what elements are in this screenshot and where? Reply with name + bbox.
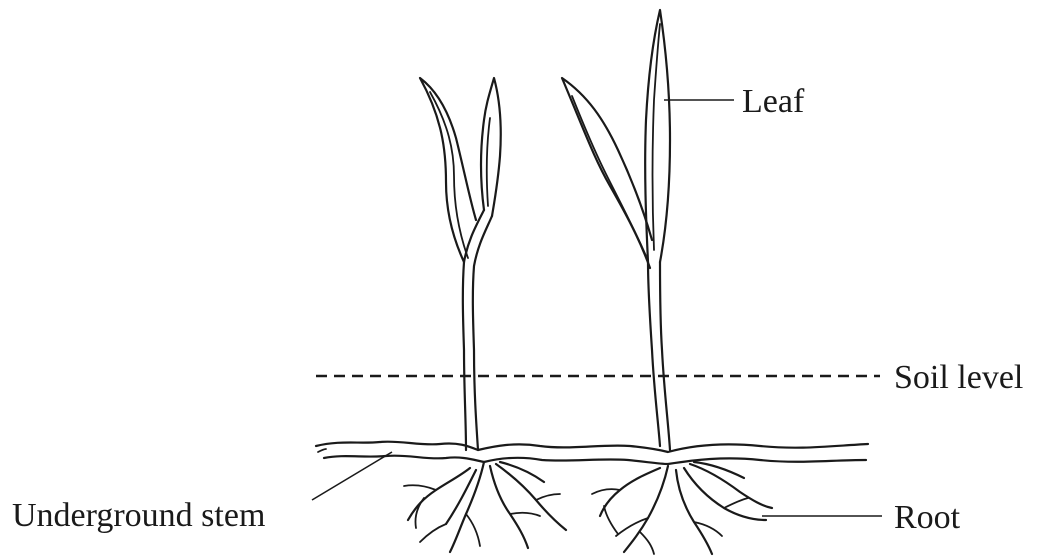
- label-root: Root: [894, 499, 961, 536]
- underground-stem-leader: [312, 452, 392, 500]
- right-roots: [592, 462, 772, 554]
- left-plant: [420, 78, 501, 450]
- left-roots: [404, 462, 566, 552]
- label-leaf: Leaf: [742, 83, 805, 120]
- right-stem: [648, 262, 660, 446]
- label-underground-stem: Underground stem: [12, 497, 265, 534]
- underground-stem: [316, 442, 868, 464]
- label-soil-level: Soil level: [894, 359, 1023, 396]
- left-plant-leaf-b: [481, 78, 501, 216]
- left-plant-leaf-a: [420, 78, 476, 262]
- right-plant: [562, 10, 670, 450]
